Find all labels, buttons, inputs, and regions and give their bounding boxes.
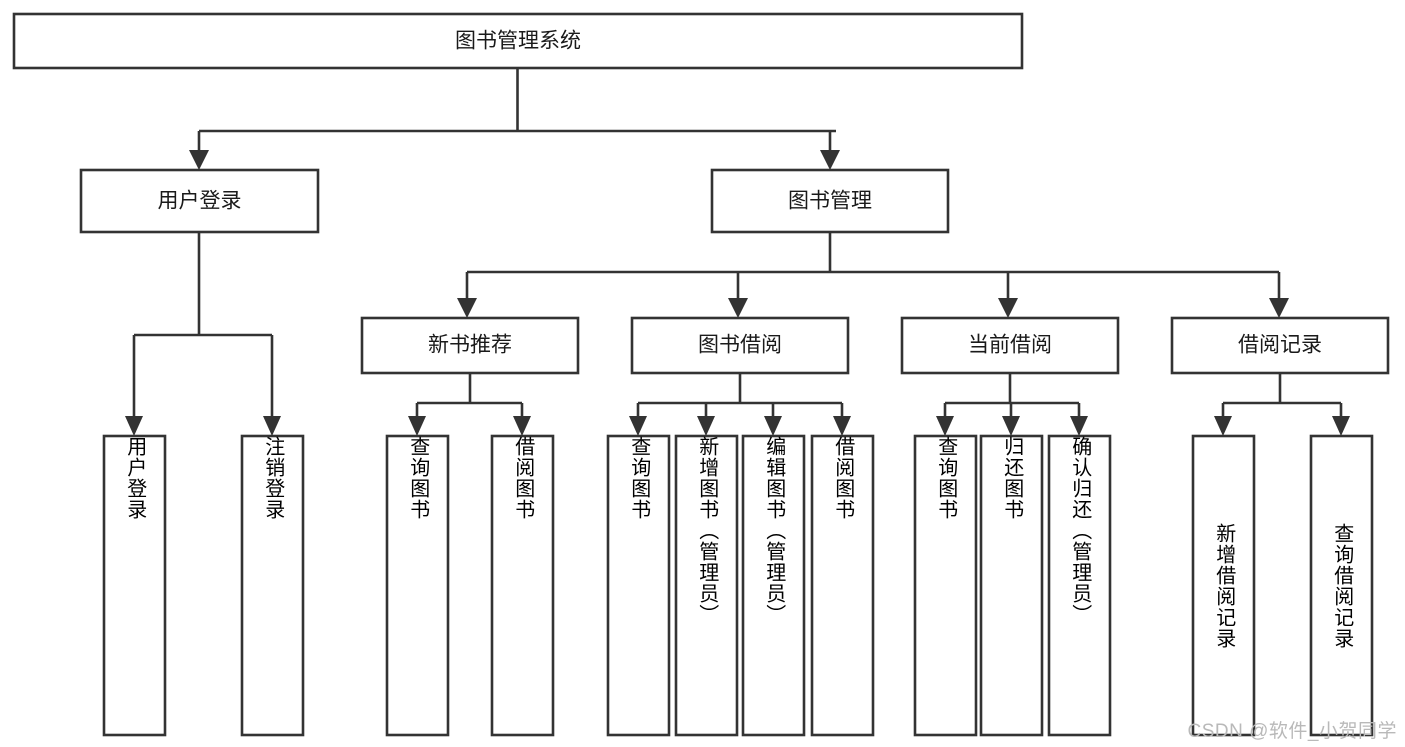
- arrowhead-user-login-leaf-2: [263, 416, 281, 436]
- connector-group-new-book-recommend: [408, 373, 531, 436]
- arrowhead-book-manage-child-2: [728, 298, 748, 318]
- leaf-box-current-borrow-2[interactable]: [1047, 434, 1112, 737]
- node-borrow-record[interactable]: 借阅记录: [1170, 316, 1390, 375]
- level1-node-box-1[interactable]: [710, 168, 950, 234]
- leaf-box-current-borrow-0[interactable]: [913, 434, 978, 737]
- leaf-box-borrow-record-1[interactable]: [1309, 434, 1374, 737]
- level1-node-label-0: 用户登录: [158, 190, 242, 213]
- level2-node-box-3[interactable]: [1170, 316, 1390, 375]
- connector-group-borrow-record: [1214, 373, 1350, 436]
- connector-group-root: [189, 68, 840, 170]
- node-book-borrow[interactable]: 图书借阅: [630, 316, 850, 375]
- leaf-boxes-new-book-recommend[interactable]: [385, 434, 555, 737]
- node-user-login[interactable]: 用户登录: [79, 168, 320, 234]
- arrowhead-root-to-user-login: [189, 150, 209, 170]
- level2-node-box-0[interactable]: [360, 316, 580, 375]
- arrowhead-new-book-leaf-1: [408, 416, 426, 436]
- leaf-box-current-borrow-1[interactable]: [979, 434, 1044, 737]
- level1-node-label-1: 图书管理: [788, 190, 872, 213]
- arrowhead-book-borrow-leaf-3: [764, 416, 782, 436]
- node-root[interactable]: 图书管理系统: [12, 12, 1024, 70]
- leaf-boxes-user-login[interactable]: [102, 434, 305, 737]
- node-current-borrow[interactable]: 当前借阅: [900, 316, 1120, 375]
- arrowhead-current-borrow-leaf-2: [1002, 416, 1020, 436]
- arrowhead-book-manage-child-1: [457, 298, 477, 318]
- arrowhead-book-manage-child-4: [1269, 298, 1289, 318]
- arrowhead-current-borrow-leaf-3: [1070, 416, 1088, 436]
- level2-node-label-2: 当前借阅: [968, 334, 1052, 357]
- arrowhead-user-login-leaf-1: [125, 416, 143, 436]
- leaf-box-book-borrow-2[interactable]: [741, 434, 806, 737]
- node-new-book-recommend[interactable]: 新书推荐: [360, 316, 580, 375]
- root-node-box[interactable]: [12, 12, 1024, 70]
- arrowhead-borrow-record-leaf-2: [1332, 416, 1350, 436]
- node-book-manage[interactable]: 图书管理: [710, 168, 950, 234]
- level2-node-label-3: 借阅记录: [1238, 334, 1322, 357]
- leaf-box-user-login-1[interactable]: [240, 434, 305, 737]
- level1-node-box-0[interactable]: [79, 168, 320, 234]
- leaf-box-user-login-0[interactable]: [102, 434, 167, 737]
- leaf-boxes-current-borrow[interactable]: [913, 434, 1112, 737]
- leaf-boxes-book-borrow[interactable]: [606, 434, 875, 737]
- leaf-box-book-borrow-3[interactable]: [810, 434, 875, 737]
- connector-group-book-manage: [457, 232, 1289, 318]
- level2-node-box-1[interactable]: [630, 316, 850, 375]
- csdn-watermark: CSDN @软件_小贺同学: [1187, 721, 1397, 742]
- leaf-boxes-borrow-record[interactable]: [1191, 434, 1374, 737]
- arrowhead-root-to-book-manage: [820, 150, 840, 170]
- arrowhead-current-borrow-leaf-1: [936, 416, 954, 436]
- leaf-box-book-borrow-0[interactable]: [606, 434, 671, 737]
- leaf-box-new-book-0[interactable]: [385, 434, 450, 737]
- connector-group-user-login: [125, 232, 281, 436]
- connector-group-current-borrow: [936, 373, 1088, 436]
- arrowhead-book-borrow-leaf-1: [629, 416, 647, 436]
- arrowhead-book-manage-child-3: [998, 298, 1018, 318]
- arrowhead-new-book-leaf-2: [513, 416, 531, 436]
- root-node-label: 图书管理系统: [455, 30, 581, 53]
- leaf-box-book-borrow-1[interactable]: [674, 434, 739, 737]
- arrowhead-borrow-record-leaf-1: [1214, 416, 1232, 436]
- arrowhead-book-borrow-leaf-2: [697, 416, 715, 436]
- level2-node-box-2[interactable]: [900, 316, 1120, 375]
- leaf-box-borrow-record-0[interactable]: [1191, 434, 1256, 737]
- level2-node-label-0: 新书推荐: [428, 334, 512, 357]
- leaf-box-new-book-1[interactable]: [490, 434, 555, 737]
- level2-node-label-1: 图书借阅: [698, 334, 782, 357]
- arrowhead-book-borrow-leaf-4: [833, 416, 851, 436]
- connector-group-book-borrow: [629, 373, 851, 436]
